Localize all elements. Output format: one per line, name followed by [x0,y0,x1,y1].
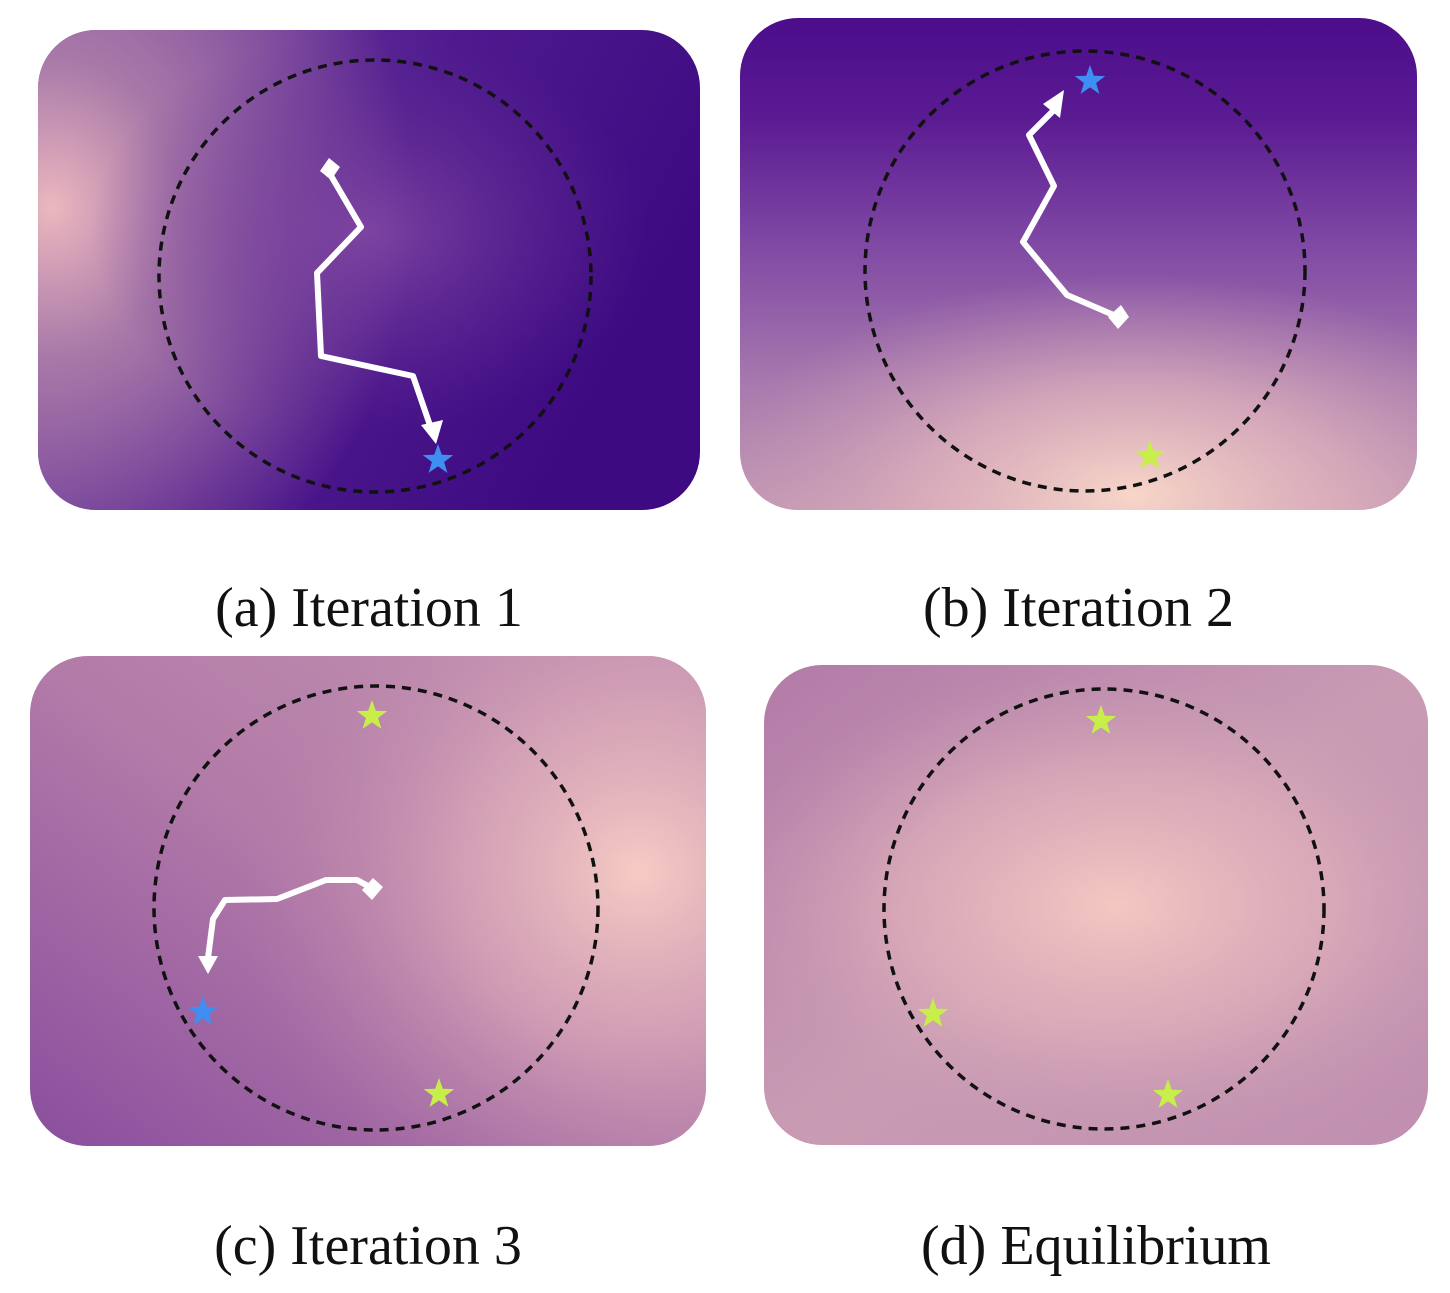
boundary-circle [152,684,600,1132]
panel-iteration-2-canvas [740,18,1417,510]
green-star-icon [1085,705,1117,734]
search-trajectory [205,877,370,959]
panel-iteration-2 [740,18,1417,510]
panel-iteration-1-canvas [38,30,700,510]
green-star-icon [1152,1079,1184,1108]
panel-iteration-1 [38,30,700,510]
panel-equilibrium-canvas [764,665,1428,1145]
trajectory-arrowhead [1043,90,1064,118]
panel-iteration-3-canvas [30,656,706,1146]
caption-iteration-1: (a) Iteration 1 [215,577,523,639]
panel-iteration-3 [30,656,706,1146]
boundary-circle [882,687,1326,1131]
boundary-circle [863,49,1307,493]
trajectory-arrowhead [198,956,218,974]
caption-iteration-2: (b) Iteration 2 [923,577,1234,639]
trajectory-arrowhead [421,420,443,444]
green-star-icon [423,1078,455,1107]
blue-star-icon [187,996,219,1025]
start-diamond-icon [1108,305,1129,329]
search-trajectory [314,172,436,435]
panel-equilibrium [764,665,1428,1145]
start-diamond-icon [362,878,383,900]
start-diamond-icon [320,158,340,180]
blue-star-icon [1074,65,1106,94]
blue-star-icon [422,444,454,473]
caption-equilibrium: (d) Equilibrium [921,1215,1271,1277]
green-star-icon [1134,440,1166,469]
green-star-icon [356,700,388,729]
search-trajectory [1020,107,1118,319]
green-star-icon [917,998,949,1027]
boundary-circle [157,58,593,494]
caption-iteration-3: (c) Iteration 3 [214,1215,522,1277]
